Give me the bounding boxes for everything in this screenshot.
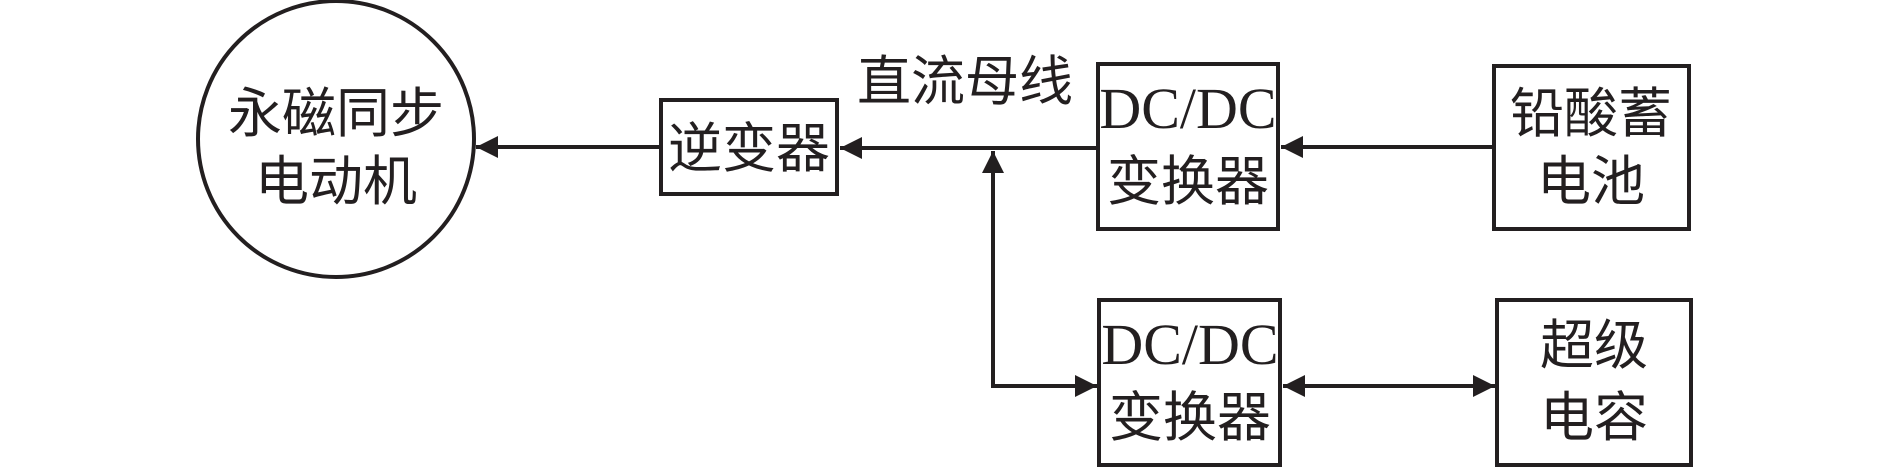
battery-node: 铅酸蓄 电池 [1492, 64, 1691, 231]
supercap-label-line2: 电容 [1540, 386, 1648, 449]
supercap-box [1495, 298, 1693, 467]
dcdc-bottom-box [1097, 298, 1282, 467]
motor-circle [196, 0, 476, 279]
dc-bus-label: 直流母线 [857, 50, 1073, 113]
edge-bus-branch-up [982, 151, 1097, 388]
dcdc-top-box [1096, 62, 1280, 231]
motor-label-line1: 永磁同步 [228, 82, 444, 145]
supercap-label-line1: 超级 [1540, 314, 1648, 377]
dcdc-top-label-line2: 变换器 [1107, 150, 1269, 213]
supercap-node: 超级 电容 [1495, 298, 1693, 467]
dcdc-bottom-label-line2: 变换器 [1109, 386, 1271, 449]
dcdc-top-node: DC/DC 变换器 [1096, 62, 1280, 231]
dcdc-bottom-node: DC/DC 变换器 [1097, 298, 1282, 467]
motor-label-line2: 电动机 [255, 150, 417, 213]
battery-label-line1: 铅酸蓄 [1510, 82, 1672, 145]
inverter-node: 逆变器 [659, 98, 839, 196]
dcdc-bottom-label-line1: DC/DC [1101, 312, 1278, 377]
inverter-box [659, 98, 839, 196]
battery-box [1492, 64, 1691, 231]
inverter-label: 逆变器 [668, 117, 830, 180]
battery-label-line2: 电池 [1537, 150, 1645, 213]
dcdc-top-label-line1: DC/DC [1099, 76, 1276, 141]
motor-node: 永磁同步 电动机 [196, 0, 476, 279]
